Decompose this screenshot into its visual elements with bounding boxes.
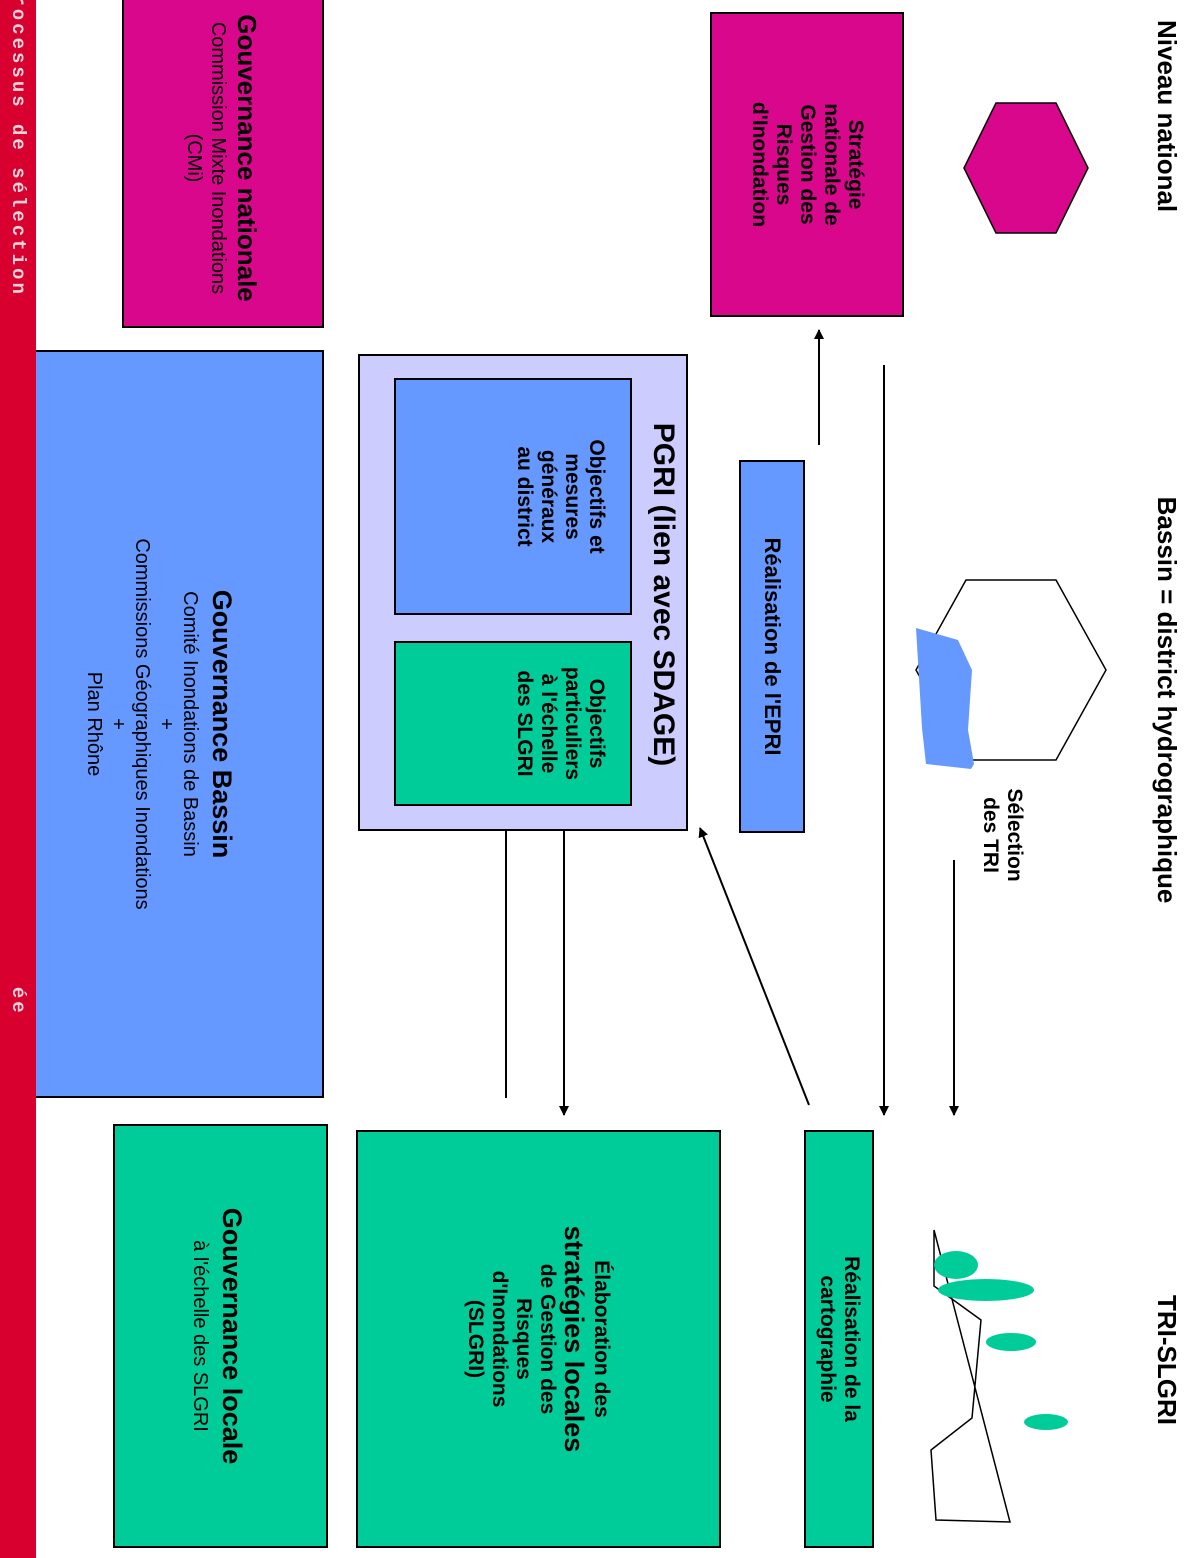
slgri-line-6: (SLGRI) [464,1299,488,1379]
gouv-bassin-line-1: Comité Inondations de Bassin [179,591,201,857]
strip-text-left: Processus de sélection [7,0,29,297]
obj-gen-line-2: mesures [561,453,584,540]
strategie-line-4: Risques [772,123,795,206]
gouv-bassin-line-2: + [155,718,177,730]
tri-ellipse-2 [938,1279,1034,1301]
epri-label: Réalisation de l'EPRI [760,537,785,756]
gouv-nat-line-1: Commission Mixte Inondations [207,21,229,295]
gouv-bassin-title: Gouvernance Bassin [207,589,237,859]
strategie-line-3: Gestion des [796,104,819,225]
strip-text-right: ée [7,986,29,1016]
obj-part-line-1: Objectifs [585,678,608,769]
pgri-container: PGRI (lien avec SDAGE) Objectifs et mesu… [358,354,688,831]
strategie-nationale-box: Stratégie nationale de Gestion des Risqu… [710,12,904,317]
obj-part-line-3: à l'échelle [537,673,560,774]
tri-ellipse-3 [986,1333,1036,1351]
slgri-elaboration-box: Élaboration des stratégies locales de Ge… [356,1130,721,1548]
carto-line-2: cartographie [816,1275,839,1403]
strategie-line-1: Stratégie [844,119,867,210]
gouv-nat-line-2: (CMi) [183,133,205,183]
pgri-title: PGRI (lien avec SDAGE) [647,422,680,767]
district-patch-icon [916,628,974,769]
gouv-bassin-line-3: Commissions Géographiques Inondations [131,538,153,910]
gouvernance-bassin-box: Gouvernance Bassin Comité Inondations de… [0,350,324,1098]
gouv-bassin-line-4: + [107,718,129,730]
slgri-line-3: de Gestion des [536,1263,560,1415]
obj-gen-line-4: au district [513,446,536,547]
obj-gen-line-1: Objectifs et [585,439,608,554]
gouvernance-nationale-box: Gouvernance nationale Commission Mixte I… [122,0,324,328]
slide-title-strip: Processus de sélection ée [0,0,36,1558]
cartographie-box: Réalisation de la cartographie [804,1130,874,1548]
gouv-locale-line-1: à l'échelle des SLGRI [189,1240,212,1432]
carto-line-1: Réalisation de la [840,1256,863,1422]
obj-part-line-4: des SLGRI [513,670,536,777]
selection-line-2: des TRI [979,797,1002,873]
selection-tri-label: Sélection des TRI [966,760,1026,910]
tri-ellipse-4 [1024,1414,1068,1430]
gouv-nat-title: Gouvernance nationale [232,14,262,302]
national-hexagon-icon [963,102,1089,234]
gouv-bassin-line-5: Plan Rhône [83,671,105,777]
objectifs-particuliers-box: Objectifs particuliers à l'échelle des S… [394,641,632,806]
arrow-carto-to-pgri [698,827,810,1106]
slgri-line-4: Risques [512,1298,536,1380]
gouv-locale-title: Gouvernance locale [217,1207,248,1465]
slgri-line-5: d'Inondations [488,1270,512,1408]
tri-ellipse-1 [934,1251,978,1279]
strategie-line-2: nationale de [820,103,843,226]
selection-line-1: Sélection [1003,788,1026,882]
obj-part-line-2: particuliers [561,666,584,781]
gouvernance-locale-box: Gouvernance locale à l'échelle des SLGRI [113,1124,328,1548]
slgri-line-1: Élaboration des [590,1260,614,1418]
slgri-bold-line: stratégies locales [559,1225,590,1453]
objectifs-generaux-box: Objectifs et mesures généraux au distric… [394,378,632,615]
obj-gen-line-3: généraux [537,449,560,544]
epri-box: Réalisation de l'EPRI [739,460,805,833]
strategie-line-5: d'Inondation [748,101,771,228]
